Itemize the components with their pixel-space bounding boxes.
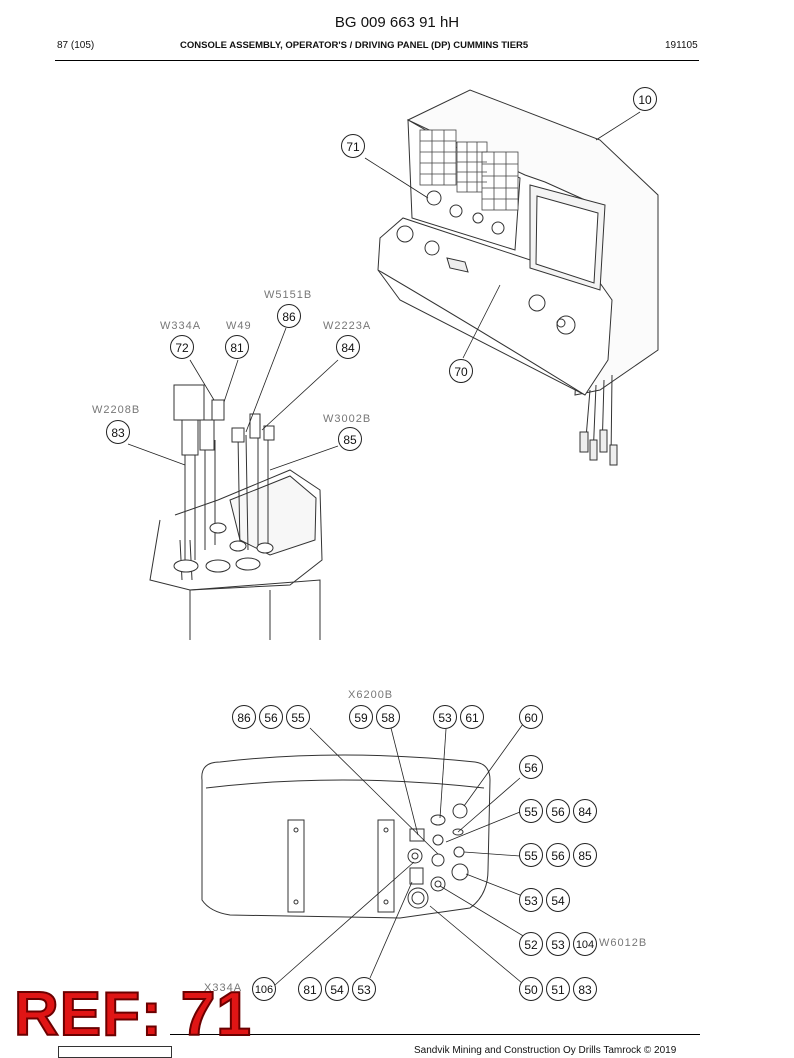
callout-85: 85 xyxy=(338,427,362,451)
callout-71: 71 xyxy=(341,134,365,158)
callout-83: 83 xyxy=(573,977,597,1001)
callout-81: 81 xyxy=(298,977,322,1001)
page-number: 87 (105) xyxy=(57,40,95,51)
callout-56: 56 xyxy=(546,843,570,867)
section-title: CONSOLE ASSEMBLY, OPERATOR'S / DRIVING P… xyxy=(180,40,529,51)
callout-61: 61 xyxy=(460,705,484,729)
callout-60: 60 xyxy=(519,705,543,729)
header-rule xyxy=(55,60,699,61)
callout-59: 59 xyxy=(349,705,373,729)
callout-56: 56 xyxy=(546,799,570,823)
callout-83: 83 xyxy=(106,420,130,444)
callout-104: 104 xyxy=(573,932,597,956)
panel-rear-illustration xyxy=(201,754,491,919)
footer-copyright: Sandvik Mining and Construction Oy Drill… xyxy=(414,1045,677,1056)
callout-53: 53 xyxy=(519,888,543,912)
callout-86: 86 xyxy=(232,705,256,729)
callout-53: 53 xyxy=(352,977,376,1001)
wire-label-w5151b: W5151B xyxy=(264,289,313,301)
callout-84: 84 xyxy=(573,799,597,823)
wire-label-w2223a: W2223A xyxy=(323,320,372,332)
reference-watermark: REF: 71 xyxy=(13,980,252,1049)
callout-70: 70 xyxy=(449,359,473,383)
callout-58: 58 xyxy=(376,705,400,729)
callout-85: 85 xyxy=(573,843,597,867)
console-housing-illustration xyxy=(377,89,659,466)
callout-51: 51 xyxy=(546,977,570,1001)
wire-label-w3002b: W3002B xyxy=(323,413,372,425)
footer-rule xyxy=(170,1034,700,1035)
callout-86: 86 xyxy=(277,304,301,328)
wire-label-w49: W49 xyxy=(226,320,252,332)
callout-56: 56 xyxy=(519,755,543,779)
document-code: 191105 xyxy=(665,40,698,51)
wire-label-x334a: X334A xyxy=(204,982,243,994)
callout-106: 106 xyxy=(252,977,276,1001)
harness-assembly-illustration xyxy=(149,384,323,640)
callout-55: 55 xyxy=(286,705,310,729)
wire-label-w334a: W334A xyxy=(160,320,202,332)
callout-56: 56 xyxy=(259,705,283,729)
callout-52: 52 xyxy=(519,932,543,956)
callout-54: 54 xyxy=(325,977,349,1001)
callout-10: 10 xyxy=(633,87,657,111)
document-title: BG 009 663 91 hH xyxy=(334,14,460,31)
wire-label-x6200b: X6200B xyxy=(348,689,394,701)
upper-leader-lines xyxy=(127,111,641,471)
callout-50: 50 xyxy=(519,977,543,1001)
callout-72: 72 xyxy=(170,335,194,359)
callout-53: 53 xyxy=(433,705,457,729)
callout-55: 55 xyxy=(519,843,543,867)
callout-54: 54 xyxy=(546,888,570,912)
callout-84: 84 xyxy=(336,335,360,359)
lower-leader-lines xyxy=(274,723,531,986)
callout-53: 53 xyxy=(546,932,570,956)
wire-label-w6012b: W6012B xyxy=(599,937,648,949)
callout-55: 55 xyxy=(519,799,543,823)
callout-81: 81 xyxy=(225,335,249,359)
wire-label-w2208b: W2208B xyxy=(92,404,141,416)
